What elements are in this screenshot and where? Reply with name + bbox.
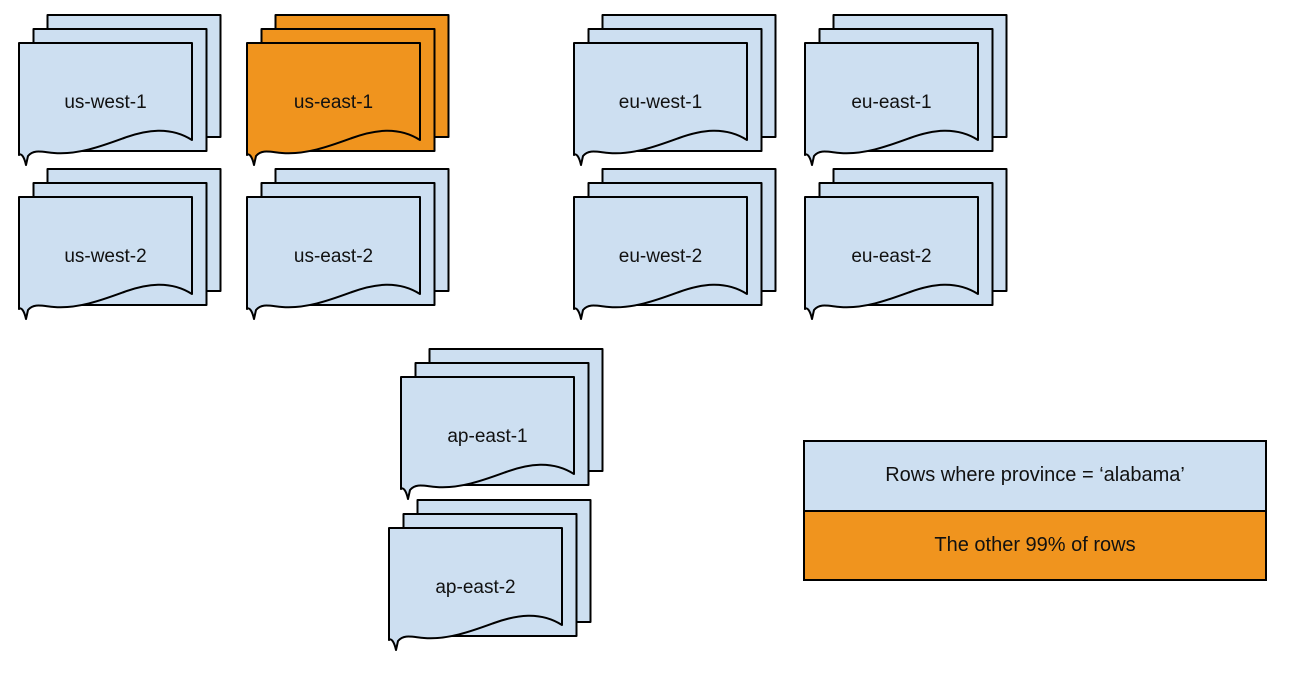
region-label: eu-east-2	[851, 246, 932, 267]
region-stack-ap-east-2: ap-east-2	[388, 499, 592, 652]
stacked-documents-icon	[246, 14, 450, 166]
stacked-documents-icon	[804, 14, 1008, 166]
region-label: ap-east-2	[435, 577, 516, 598]
stacked-documents-icon	[400, 348, 604, 500]
region-label: ap-east-1	[447, 426, 528, 447]
stacked-documents-icon	[18, 168, 222, 320]
stacked-documents-icon	[573, 168, 777, 320]
region-stack-us-east-2: us-east-2	[246, 168, 450, 321]
region-stack-eu-east-1: eu-east-1	[804, 14, 1008, 167]
stacked-documents-icon	[804, 168, 1008, 320]
region-label: us-east-1	[293, 92, 374, 113]
region-label: eu-west-1	[618, 92, 703, 113]
region-stack-us-west-2: us-west-2	[18, 168, 222, 321]
legend: Rows where province = ‘alabama’ The othe…	[803, 440, 1267, 581]
region-stack-eu-east-2: eu-east-2	[804, 168, 1008, 321]
region-stack-us-west-1: us-west-1	[18, 14, 222, 167]
region-stack-us-east-1: us-east-1	[246, 14, 450, 167]
region-stack-eu-west-2: eu-west-2	[573, 168, 777, 321]
legend-row-alabama: Rows where province = ‘alabama’	[805, 442, 1265, 510]
region-label: us-west-2	[64, 246, 147, 267]
region-label: eu-east-1	[851, 92, 932, 113]
legend-row-other-rows: The other 99% of rows	[805, 509, 1265, 579]
region-stack-ap-east-1: ap-east-1	[400, 348, 604, 501]
region-label: us-east-2	[293, 246, 374, 267]
region-label: us-west-1	[64, 92, 147, 113]
stacked-documents-icon	[388, 499, 592, 651]
stacked-documents-icon	[573, 14, 777, 166]
region-stack-eu-west-1: eu-west-1	[573, 14, 777, 167]
region-label: eu-west-2	[618, 246, 703, 267]
stacked-documents-icon	[246, 168, 450, 320]
stacked-documents-icon	[18, 14, 222, 166]
